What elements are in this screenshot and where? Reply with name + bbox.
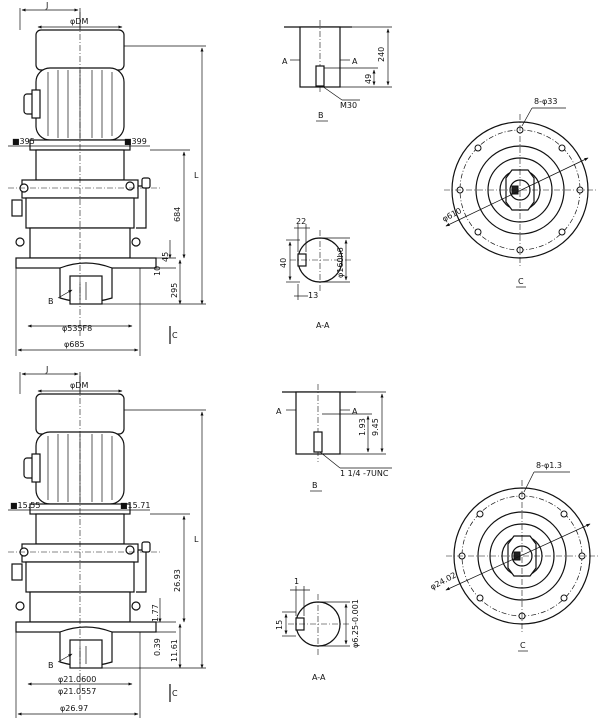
dim-625: φ6.25-0.001: [351, 599, 360, 648]
view-c-metric: 8-φ33 φ610 C: [441, 97, 596, 288]
view-c-imperial: 8-φ1.3 φ24.02 C: [429, 461, 598, 652]
section-aa-label-imperial: A-A: [312, 673, 326, 682]
dim-pcd-2402: φ24.02: [429, 571, 458, 592]
gearmotor-elevation-imperial: J φDM ■15.55 ■15.71 L 26.93 1.77 0.39 11…: [8, 365, 206, 718]
dim-177: 1.77: [151, 604, 160, 622]
dim-flange-685: φ685: [64, 340, 85, 349]
dim-square-1555: ■15.55: [10, 501, 40, 510]
dim-295: 295: [170, 283, 179, 298]
gearmotor-elevation-metric: J φDM ■395 ■399 L 684 45 10 295 C B: [8, 1, 206, 356]
dim-49: 49: [364, 74, 373, 84]
view-b-marker: B: [48, 297, 54, 306]
dim-motor-diameter-imperial: φDM: [70, 381, 88, 390]
section-a-left-imperial: A: [276, 407, 282, 416]
dim-overall-length: L: [194, 171, 199, 180]
dim-039: 0.39: [153, 638, 162, 656]
view-c-label-imperial: C: [520, 641, 526, 650]
section-aa-label: A-A: [316, 321, 330, 330]
dim-j-imperial: J: [45, 365, 48, 374]
dim-22: 22: [296, 217, 306, 226]
view-c-label: C: [518, 277, 524, 286]
view-c-marker: C: [172, 331, 178, 340]
dim-160h6: φ160h6: [336, 247, 345, 278]
dim-40: 40: [279, 258, 288, 268]
dim-j: J: [45, 1, 48, 10]
view-b-marker-imperial: B: [48, 661, 54, 670]
dim-240: 240: [377, 47, 386, 62]
dim-45: 45: [161, 252, 170, 262]
dim-fit-lower: φ21.0557: [58, 687, 96, 696]
dim-square-399: ■399: [124, 137, 147, 146]
thread-m30: M30: [340, 101, 357, 110]
dim-1161: 11.61: [170, 639, 179, 662]
dim-square-1571: ■15.71: [120, 501, 150, 510]
dim-13: 13: [308, 291, 318, 300]
section-a-right: A: [352, 57, 358, 66]
holes-8-33: 8-φ33: [534, 97, 557, 106]
dim-193: 1.93: [358, 418, 367, 436]
dim-945: 9.45: [371, 418, 380, 436]
dim-square-395: ■395: [12, 137, 35, 146]
dim-1: 1: [294, 577, 299, 586]
section-a-right-imperial: A: [352, 407, 358, 416]
view-c-marker-imperial: C: [172, 689, 178, 698]
holes-8-13: 8-φ1.3: [536, 461, 562, 470]
dim-15: 15: [275, 620, 284, 630]
section-a-left: A: [282, 57, 288, 66]
dim-overall-length-imperial: L: [194, 535, 199, 544]
view-b-label: B: [318, 111, 324, 120]
dim-spigot-535: φ535F8: [62, 324, 92, 333]
view-b-label-imperial: B: [312, 481, 318, 490]
section-aa-imperial: 1 15 φ6.25-0.001 A-A: [275, 577, 360, 682]
view-b-metric: A A 240 49 M30 B: [282, 20, 392, 122]
dim-684: 684: [173, 207, 182, 222]
section-aa-metric: 22 40 φ160h6 13 A-A: [279, 217, 352, 330]
view-b-imperial: A A 9.45 1.93 1 1/4 -7UNC B: [276, 384, 392, 492]
thread-unc: 1 1/4 -7UNC: [340, 469, 389, 478]
dim-2693: 26.93: [173, 569, 182, 592]
dim-fit-upper: φ21.0600: [58, 675, 96, 684]
dim-motor-diameter: φDM: [70, 17, 88, 26]
dim-10: 10: [153, 266, 162, 276]
dim-flange-2697: φ26.97: [60, 704, 88, 713]
